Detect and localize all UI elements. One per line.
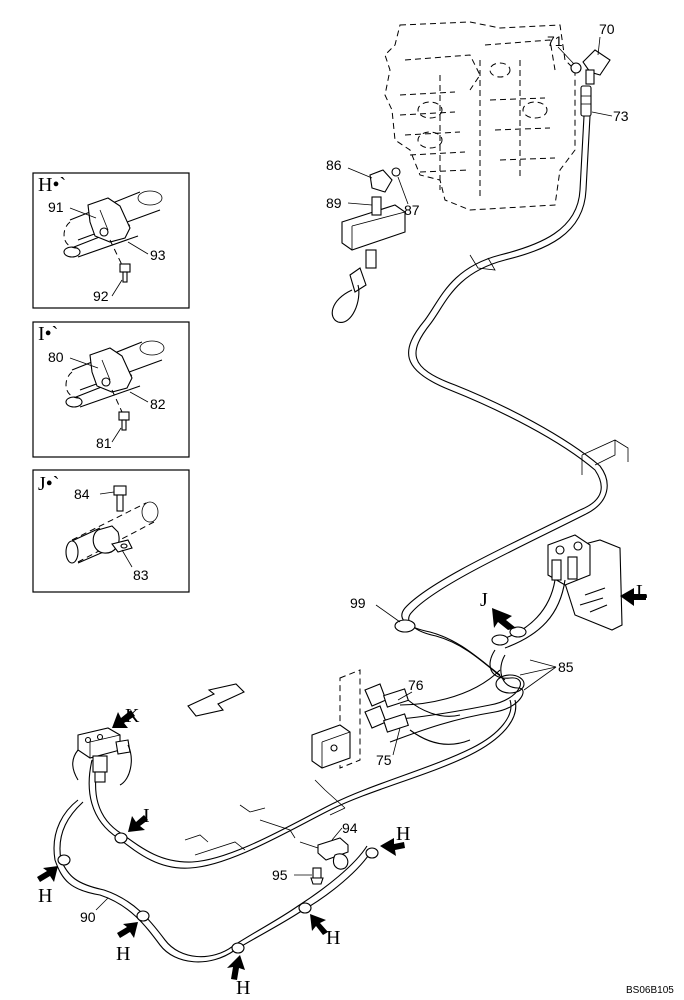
view-letter-H-1: H (38, 885, 52, 907)
view-arrow-H1 (37, 866, 58, 882)
bolt-95 (310, 867, 324, 885)
drawing-code: BS06B105 (626, 985, 674, 996)
view-arrow-I (128, 815, 148, 832)
pressure-sensors-75-76 (311, 669, 471, 769)
view-arrow-H2 (117, 922, 138, 938)
view-arrow-H3 (227, 955, 245, 980)
detail-box-I (32, 321, 190, 458)
view-letter-H-5: H (396, 823, 410, 845)
part-number-90: 90 (80, 909, 96, 925)
part-number-86: 86 (326, 157, 342, 173)
part-number-95: 95 (272, 867, 288, 883)
part-number-81: 81 (96, 435, 112, 451)
view-arrow-H5 (380, 838, 405, 856)
view-arrow-H4 (310, 914, 328, 935)
wire-harness (88, 699, 517, 869)
hose-90 (53, 799, 379, 963)
view-letter-L: L (636, 581, 648, 603)
view-letter-I: I (143, 805, 150, 827)
part-number-75: 75 (376, 752, 392, 768)
view-letter-H-4: H (326, 927, 340, 949)
part-number-85: 85 (558, 659, 574, 675)
part-number-76: 76 (408, 677, 424, 693)
switch-block-K (72, 727, 132, 786)
part-number-89: 89 (326, 195, 342, 211)
view-letter-J: J (480, 589, 488, 611)
hose-73-upper-end (580, 85, 592, 117)
part-number-70: 70 (599, 21, 615, 37)
front-direction-arrow (187, 683, 245, 717)
hose-99 (394, 509, 587, 681)
part-number-80: 80 (48, 349, 64, 365)
part-number-71: 71 (547, 33, 563, 49)
labels: 70 71 73 86 87 89 99 85 76 75 94 95 90 J… (38, 21, 674, 999)
part-number-82: 82 (150, 396, 166, 412)
leader-lines (95, 36, 613, 911)
detail-J-label: J•` (38, 473, 59, 495)
detail-box-J (32, 469, 190, 593)
part-number-93: 93 (150, 247, 166, 263)
elbow-fitting-70 (570, 49, 611, 85)
solenoid-valve-block (499, 534, 623, 649)
part-number-83: 83 (133, 567, 149, 583)
part-number-92: 92 (93, 288, 109, 304)
hose-73 (408, 115, 608, 515)
part-number-91: 91 (48, 199, 64, 215)
view-arrow-J (492, 608, 516, 630)
pressure-switch-block (331, 196, 406, 323)
detail-H-label: H•` (38, 174, 66, 196)
clamp-94 (299, 837, 349, 870)
detail-box-H (32, 172, 190, 309)
view-arrow-L (620, 588, 646, 606)
elbow-fitting-86 (369, 167, 401, 193)
part-number-84: 84 (74, 486, 90, 502)
view-arrow-K (112, 710, 135, 728)
view-letter-H-2: H (116, 943, 130, 965)
hoses-85 (379, 626, 527, 743)
detail-I-label: I•` (38, 323, 58, 345)
hose-bracket-upper (469, 254, 629, 475)
view-letter-K: K (125, 705, 140, 727)
part-number-94: 94 (342, 820, 358, 836)
control-valve (384, 21, 576, 211)
part-number-87: 87 (404, 202, 420, 218)
part-number-99: 99 (350, 595, 366, 611)
view-letter-H-3: H (236, 977, 250, 999)
part-number-73: 73 (613, 108, 629, 124)
